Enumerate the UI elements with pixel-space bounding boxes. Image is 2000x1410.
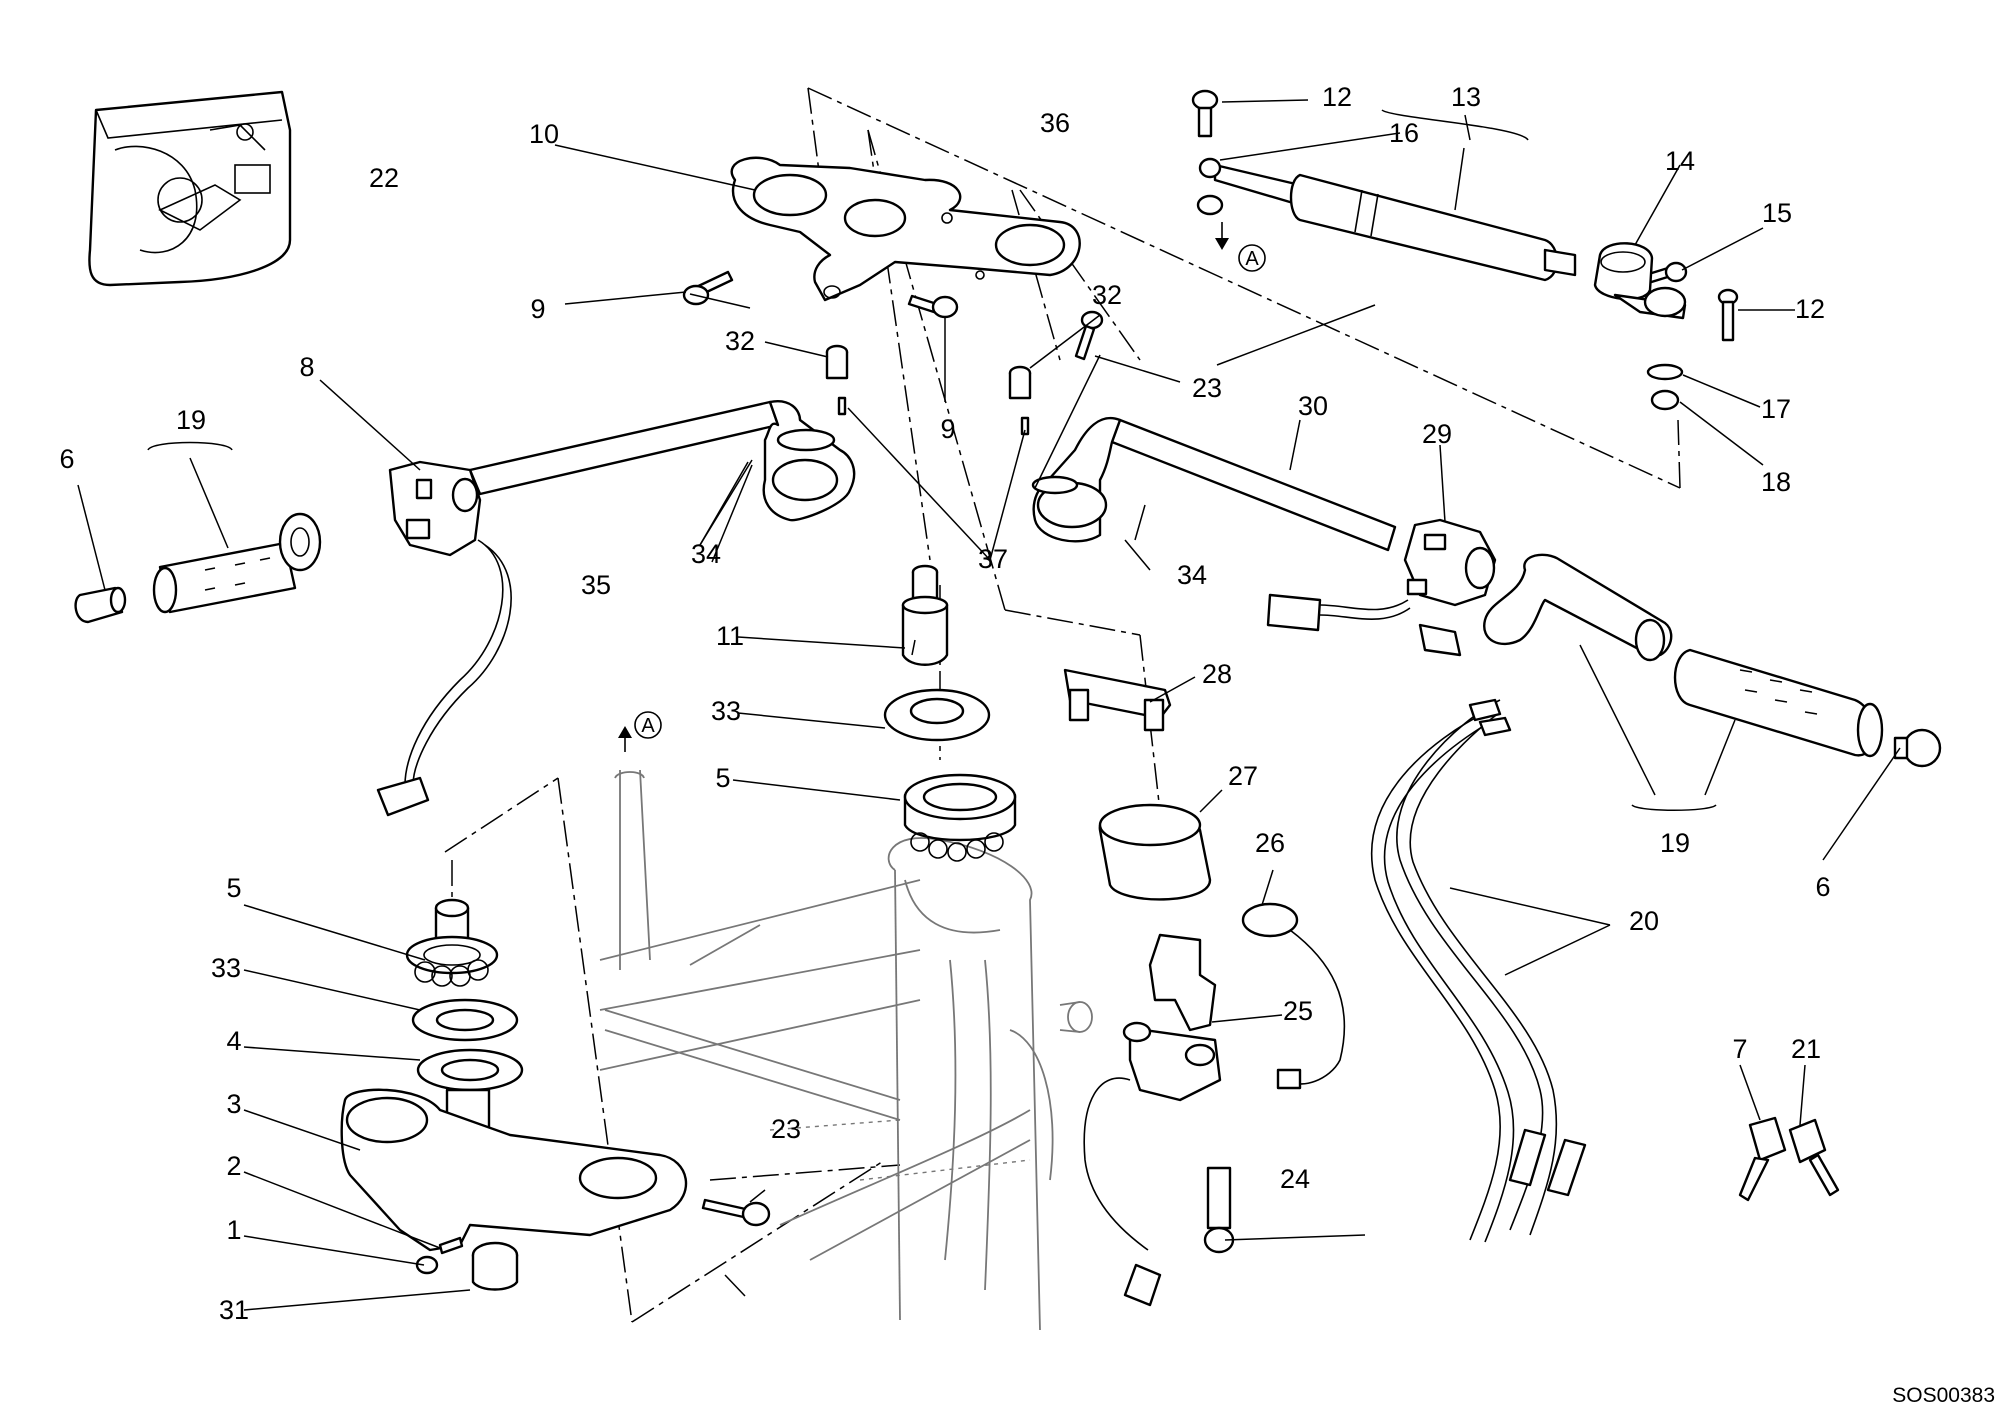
callout-33-lower: 33	[211, 953, 241, 983]
callout-37: 37	[978, 544, 1008, 574]
callout-21: 21	[1791, 1034, 1821, 1064]
callout-18: 18	[1761, 467, 1791, 497]
callout-32-right: 32	[1092, 280, 1122, 310]
spacer-32-right	[1008, 365, 1032, 400]
callout-13: 13	[1451, 82, 1481, 112]
upper-bearing-stack	[883, 564, 1017, 862]
callout-28: 28	[1202, 659, 1232, 689]
callout-3: 3	[226, 1089, 241, 1119]
steering-damper	[1196, 157, 1687, 411]
callout-35: 35	[581, 570, 611, 600]
assembly-axes	[444, 87, 1681, 1323]
callout-9-mid: 9	[940, 414, 955, 444]
callout-25: 25	[1283, 996, 1313, 1026]
callout-7: 7	[1732, 1034, 1747, 1064]
callout-5-upper: 5	[715, 763, 730, 793]
bolt-12-right	[1717, 288, 1739, 342]
callout-labels: 1 2 3 4 5 5 6 6 7 8 9 9 10 11 12 12 13 1…	[59, 82, 1830, 1325]
bolt-12-top	[1191, 89, 1219, 138]
callout-4: 4	[226, 1026, 241, 1056]
left-grip-assembly	[74, 512, 322, 624]
callout-36: 36	[1040, 108, 1070, 138]
ignition-assembly	[1063, 668, 1346, 1307]
keys	[1738, 1116, 1840, 1202]
right-throttle-grip-assembly	[1483, 553, 1942, 768]
right-handlebar	[1031, 417, 1397, 552]
callout-11: 11	[716, 621, 744, 651]
callout-14: 14	[1665, 146, 1695, 176]
callout-19-right: 19	[1660, 828, 1690, 858]
lower-steering-stem	[340, 898, 688, 1291]
frame-outline	[599, 769, 1093, 1331]
bolt-9-mid	[907, 294, 959, 319]
screw-37-left	[837, 396, 847, 416]
callout-33-upper: 33	[711, 696, 741, 726]
screw-37-right	[1020, 416, 1030, 436]
callout-2: 2	[226, 1151, 241, 1181]
right-switch-unit	[1266, 518, 1497, 657]
leader-lines	[77, 99, 1901, 1311]
callout-6-left: 6	[59, 444, 74, 474]
ref-a-top: A	[1245, 248, 1259, 270]
callout-19-left: 19	[176, 405, 206, 435]
callout-12-right: 12	[1795, 294, 1825, 324]
callout-16: 16	[1389, 118, 1419, 148]
callout-5-lower: 5	[226, 873, 241, 903]
control-cables	[1370, 698, 1587, 1243]
document-code: SOS00383	[1892, 1384, 1995, 1407]
left-handlebar	[468, 400, 856, 522]
callout-20: 20	[1629, 906, 1659, 936]
callout-22: 22	[369, 163, 399, 193]
callout-34-right: 34	[1177, 560, 1207, 590]
callout-17: 17	[1761, 394, 1791, 424]
bolt-23-bottom	[701, 1198, 771, 1227]
callout-23-top: 23	[1192, 373, 1222, 403]
callout-30: 30	[1298, 391, 1328, 421]
callout-27: 27	[1228, 761, 1258, 791]
callout-15: 15	[1762, 198, 1792, 228]
ref-a-bottom: A	[641, 715, 655, 737]
ignition-inset-sketch	[88, 90, 292, 287]
callout-29: 29	[1422, 419, 1452, 449]
callout-9-left: 9	[530, 294, 545, 324]
callout-34-left: 34	[691, 539, 721, 569]
callout-23-bottom: 23	[771, 1114, 801, 1144]
bolt-23-top	[1074, 310, 1104, 361]
reference-arrows: A A	[618, 222, 1266, 752]
callout-12-top: 12	[1322, 82, 1352, 112]
callout-6-right: 6	[1815, 872, 1830, 902]
callout-8: 8	[299, 352, 314, 382]
spacer-32-left	[825, 344, 849, 380]
left-switch-unit	[376, 460, 512, 817]
callout-1: 1	[226, 1215, 241, 1245]
bolt-9-left	[682, 270, 734, 306]
top-triple-clamp	[730, 156, 1081, 302]
callout-24: 24	[1280, 1164, 1310, 1194]
callout-26: 26	[1255, 828, 1285, 858]
callout-10: 10	[529, 119, 559, 149]
callout-32-left: 32	[725, 326, 755, 356]
callout-31: 31	[219, 1295, 249, 1325]
